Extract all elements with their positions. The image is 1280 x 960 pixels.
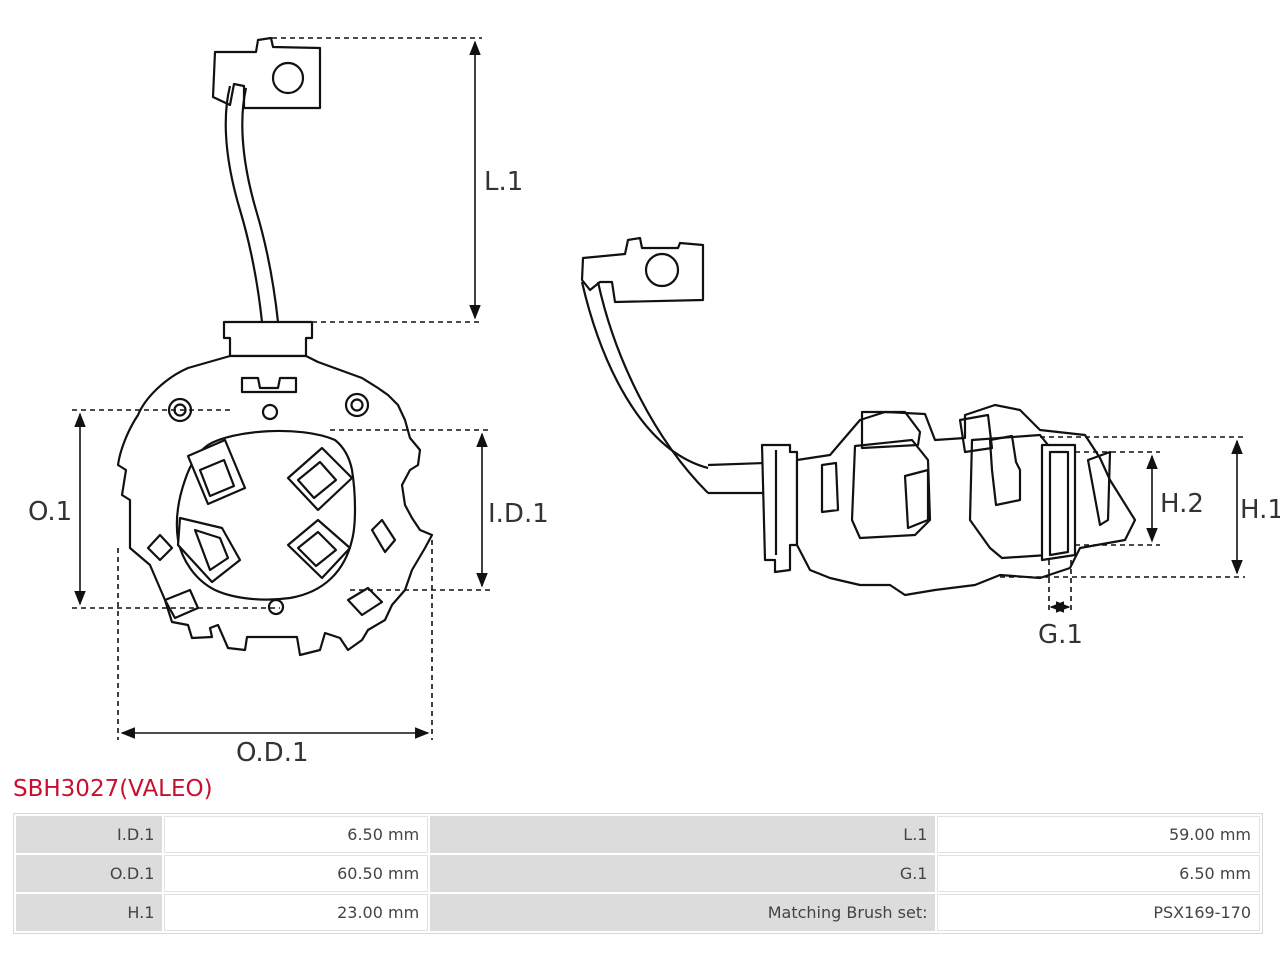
brush-holder-bottom-right	[286, 518, 352, 580]
label-h2: H.2	[1160, 489, 1204, 519]
label-h1: H.1	[1240, 495, 1280, 525]
spec-key: Matching Brush set:	[430, 894, 936, 931]
spec-value: 59.00 mm	[937, 816, 1260, 853]
terminal-hole	[271, 61, 305, 95]
spec-table: I.D.1 6.50 mm L.1 59.00 mm O.D.1 60.50 m…	[13, 813, 1263, 934]
side-lead-wire	[580, 281, 766, 495]
brush-holder-bottom-left	[176, 516, 242, 584]
spec-key: O.D.1	[16, 855, 163, 892]
spec-value: 6.50 mm	[937, 855, 1260, 892]
spec-key: G.1	[430, 855, 936, 892]
side-view	[580, 236, 1137, 597]
label-id1: I.D.1	[488, 499, 549, 529]
side-dimensions	[1000, 436, 1245, 613]
label-od1: O.D.1	[236, 738, 309, 768]
label-l1: L.1	[484, 167, 523, 197]
pin-hole-top	[261, 403, 279, 421]
spec-value: PSX169-170	[937, 894, 1260, 931]
spec-key: I.D.1	[16, 816, 163, 853]
spec-key: L.1	[430, 816, 936, 853]
brush-holder-top-right	[286, 446, 354, 512]
lead-wire	[224, 85, 280, 323]
front-view	[116, 36, 434, 657]
rivet-right	[344, 392, 370, 418]
technical-drawing: L.1 O.1 I.D.1 O.D.1 H.2 H.1 G.1	[28, 36, 1280, 768]
spec-value: 60.50 mm	[164, 855, 429, 892]
spec-value: 23.00 mm	[164, 894, 429, 931]
table-row: O.D.1 60.50 mm G.1 6.50 mm	[16, 855, 1260, 892]
front-dimensions	[72, 37, 490, 740]
brush-holder-top-left	[186, 438, 247, 506]
product-title: SBH3027(VALEO)	[13, 776, 213, 802]
label-o1: O.1	[28, 497, 72, 527]
label-g1: G.1	[1038, 620, 1083, 650]
side-terminal-lug	[580, 236, 705, 304]
spec-key: H.1	[16, 894, 163, 931]
side-base-plate	[795, 403, 1137, 597]
inner-bore	[175, 429, 357, 601]
terminal-lug	[211, 36, 322, 110]
spec-value: 6.50 mm	[164, 816, 429, 853]
holder-plate	[116, 354, 434, 657]
table-row: H.1 23.00 mm Matching Brush set: PSX169-…	[16, 894, 1260, 931]
table-row: I.D.1 6.50 mm L.1 59.00 mm	[16, 816, 1260, 853]
connector-block	[222, 320, 314, 358]
